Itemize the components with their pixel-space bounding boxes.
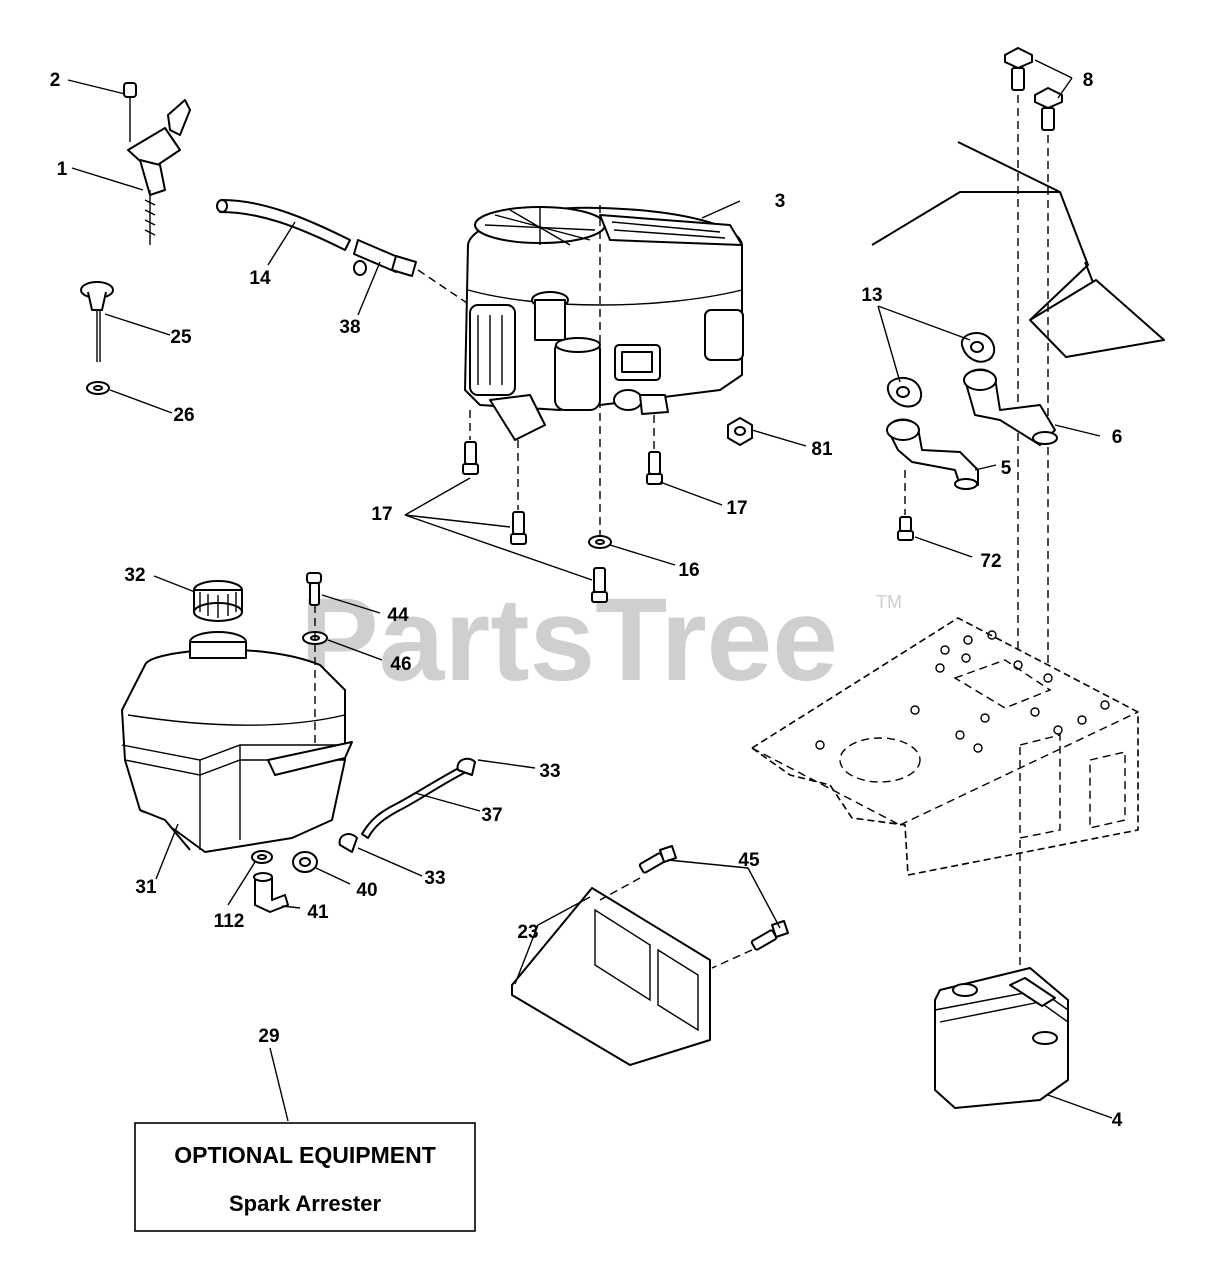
callout-44: 44 — [387, 605, 409, 626]
hose-clamp-part-33-top[interactable] — [456, 757, 476, 776]
callout-37: 37 — [481, 805, 502, 826]
callout-32: 32 — [124, 565, 145, 586]
screw-part-8-top[interactable] — [1004, 47, 1033, 91]
callout-72: 72 — [980, 551, 1001, 572]
screw-axis-line — [711, 949, 753, 969]
callout-1: 1 — [57, 159, 68, 180]
washer-part-16[interactable] — [588, 535, 612, 549]
fuel-line-part-14[interactable] — [216, 199, 351, 251]
gasket-part-13-top[interactable] — [960, 332, 996, 363]
callout-45: 45 — [738, 850, 760, 871]
heat-shield-part[interactable] — [871, 141, 1165, 358]
bolt-part-72[interactable] — [897, 470, 914, 541]
exhaust-pipe-part-5[interactable] — [886, 418, 979, 490]
callout-25: 25 — [170, 327, 192, 348]
watermark-text: PartsTree — [300, 574, 838, 706]
hose-clamp-part-33-bottom[interactable] — [338, 833, 358, 853]
callout-29: 29 — [258, 1026, 279, 1047]
callout-38: 38 — [339, 317, 360, 338]
nut-part-81[interactable] — [727, 417, 753, 446]
fuel-hose-part-37[interactable] — [361, 763, 471, 839]
callout-40: 40 — [356, 880, 377, 901]
engine-bolt-part-17-right[interactable] — [646, 415, 663, 485]
callout-41: 41 — [307, 902, 329, 923]
fuel-filter-part-38[interactable] — [353, 239, 471, 306]
callout-16: 16 — [678, 560, 699, 581]
elbow-fitting-part-41[interactable] — [253, 872, 289, 913]
screw-axis-line — [599, 877, 641, 901]
callout-6: 6 — [1112, 427, 1123, 448]
callout-5: 5 — [1001, 458, 1012, 479]
callout-3: 3 — [775, 191, 786, 212]
engine-part-3[interactable] — [464, 205, 744, 540]
callout-31: 31 — [135, 877, 157, 898]
callout-33-bottom: 33 — [424, 868, 445, 889]
callout-33-top: 33 — [539, 761, 560, 782]
callout-17-left: 17 — [371, 504, 392, 525]
callout-46: 46 — [390, 654, 411, 675]
watermark-trademark: TM — [876, 592, 902, 612]
callout-81: 81 — [811, 439, 833, 460]
frame-holes — [815, 630, 1110, 753]
screw-part-2[interactable] — [123, 82, 137, 142]
callout-13: 13 — [861, 285, 882, 306]
optional-equipment-title: OPTIONAL EQUIPMENT — [174, 1142, 436, 1168]
exhaust-pipe-part-6[interactable] — [963, 368, 1058, 446]
gasket-part-13-bottom[interactable] — [886, 377, 923, 408]
screw-part-8-bottom[interactable] — [1034, 87, 1063, 131]
engine-bolt-part-17-left[interactable] — [462, 410, 479, 475]
muffler-part-4[interactable] — [934, 840, 1069, 1109]
callout-26: 26 — [173, 405, 194, 426]
callout-14: 14 — [249, 268, 271, 289]
callout-17-right: 17 — [726, 498, 747, 519]
washer-part-26[interactable] — [86, 381, 110, 395]
callout-23: 23 — [517, 922, 538, 943]
bushing-part-112[interactable] — [251, 850, 273, 864]
callout-4: 4 — [1112, 1110, 1123, 1131]
callout-labels: 1 2 3 4 5 6 8 13 14 16 17 17 23 25 26 29… — [50, 70, 1123, 1131]
chassis-frame-part — [750, 617, 1139, 876]
skid-plate-part-23[interactable] — [511, 887, 711, 1066]
optional-equipment-box: OPTIONAL EQUIPMENT Spark Arrester — [134, 1122, 476, 1232]
callout-2: 2 — [50, 70, 61, 91]
fuel-cap-part-32[interactable] — [193, 580, 243, 622]
fitting-part-40[interactable] — [292, 851, 318, 873]
leader-lines — [67, 59, 1113, 1122]
fuel-tank-part-31[interactable] — [121, 631, 353, 853]
screw-part-45-bottom[interactable] — [750, 920, 789, 951]
callout-112: 112 — [214, 911, 245, 932]
screw-part-45-top[interactable] — [638, 845, 677, 874]
engine-bolt-part-17-mid[interactable] — [510, 440, 527, 545]
optional-equipment-subtitle: Spark Arrester — [229, 1191, 381, 1216]
engine-bolt-part-17-low[interactable] — [591, 567, 608, 603]
callout-8: 8 — [1083, 70, 1094, 91]
choke-knob-part[interactable] — [80, 281, 114, 362]
screw-part-44[interactable] — [306, 572, 322, 606]
throttle-control-part[interactable] — [127, 99, 191, 245]
